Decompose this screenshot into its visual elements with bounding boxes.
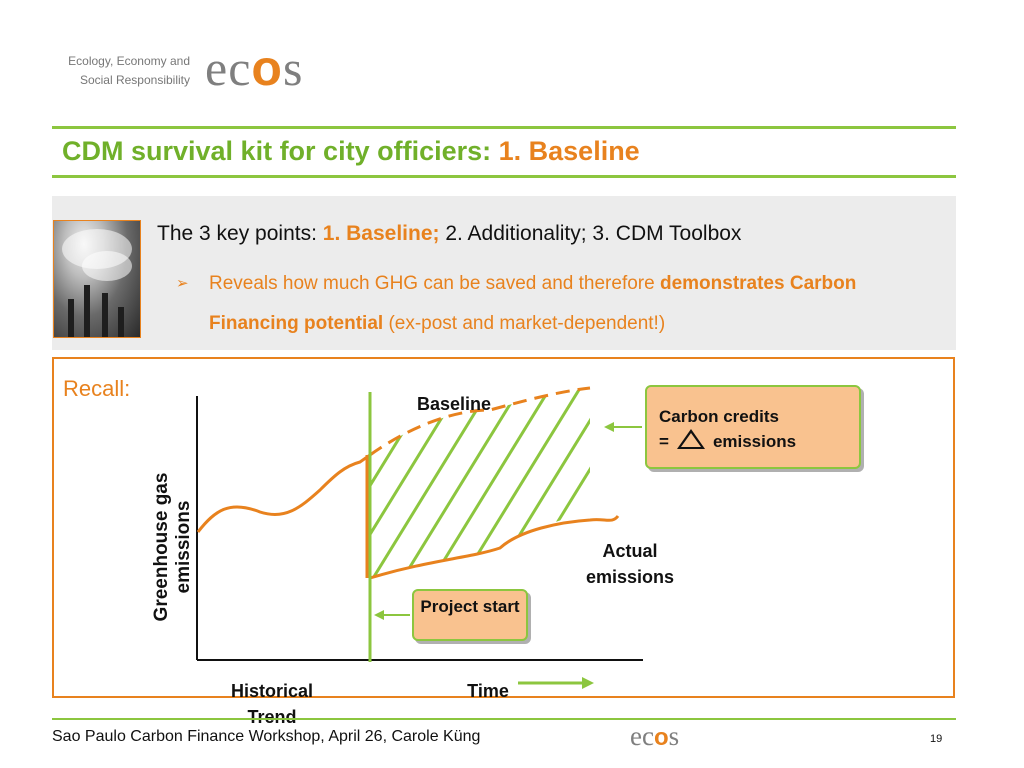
carbon-credits-equals: =: [659, 432, 669, 451]
baseline-label: Baseline: [416, 394, 492, 414]
footer-logo-part-2: o: [653, 724, 669, 751]
key-points-rest: 2. Additionality; 3. CDM Toolbox: [439, 222, 742, 245]
carbon-credits-callout: Carbon credits = emissions: [645, 385, 861, 469]
delta-icon: [676, 429, 705, 449]
time-label: Time: [467, 681, 509, 701]
key-points-line: The 3 key points: 1. Baseline; 2. Additi…: [157, 222, 741, 246]
project-start-callout: Project start: [412, 589, 528, 641]
key-points-panel: [52, 196, 956, 350]
tagline-line-1: Ecology, Economy and: [68, 54, 190, 68]
recall-label: Recall:: [63, 376, 131, 401]
chimney-1: [68, 299, 74, 337]
footer-rule: [52, 718, 956, 720]
slide-title: CDM survival kit for city officiers: 1. …: [62, 136, 640, 167]
footer-text: Sao Paulo Carbon Finance Workshop, April…: [52, 728, 481, 745]
time-arrow: [518, 677, 594, 689]
project-start-arrow: [374, 610, 410, 620]
footer-ecos-logo: ecos: [630, 720, 679, 754]
carbon-credits-arrow: [604, 422, 642, 432]
tagline-line-2: Social Responsibility: [79, 73, 190, 87]
actual-emissions-label: Actual emissions: [585, 541, 675, 587]
chimney-4: [118, 307, 124, 337]
title-bottom-rule: [52, 175, 956, 178]
title-highlight: 1. Baseline: [498, 136, 640, 166]
footer-logo-part-1: ec: [630, 721, 654, 751]
smoke-cloud-2: [82, 251, 132, 281]
tagline: Ecology, Economy and Social Responsibili…: [30, 52, 190, 90]
recall-box: [52, 357, 955, 698]
bullet-text-1: Reveals how much GHG can be saved and th…: [209, 273, 660, 294]
ecos-logo: ecos: [205, 38, 303, 98]
historical-trend-label: Historical Trend: [230, 681, 314, 727]
key-points-prefix: The 3 key points:: [157, 222, 323, 245]
baseline-line: [369, 386, 591, 457]
carbon-credits-line-2: emissions: [712, 432, 797, 451]
logo-part-1: ec: [205, 40, 252, 96]
bullet-arrow-icon: ➢: [176, 275, 189, 292]
bullet-text-2: (ex-post and market-dependent!): [383, 313, 666, 334]
smokestack-photo: [53, 220, 141, 338]
logo-part-2: o: [251, 40, 283, 96]
baseline-bullet: ➢ Reveals how much GHG can be saved and …: [176, 264, 916, 344]
title-main: CDM survival kit for city officiers:: [62, 136, 499, 166]
title-top-rule: [52, 126, 956, 129]
chimney-2: [84, 285, 90, 337]
logo-part-3: s: [282, 40, 304, 96]
carbon-credits-line-1: Carbon credits: [659, 407, 779, 426]
footer-logo-part-3: s: [668, 721, 680, 751]
y-axis-label: Greenhouse gas emissions: [151, 472, 194, 622]
historical-trend-line: [196, 453, 371, 533]
page-number: 19: [930, 733, 943, 745]
actual-emissions-line: [369, 514, 620, 580]
key-point-baseline: 1. Baseline;: [322, 222, 440, 245]
chimney-3: [102, 293, 108, 337]
bullet-bold-text: demonstrates Carbon Financing potential: [209, 273, 857, 334]
